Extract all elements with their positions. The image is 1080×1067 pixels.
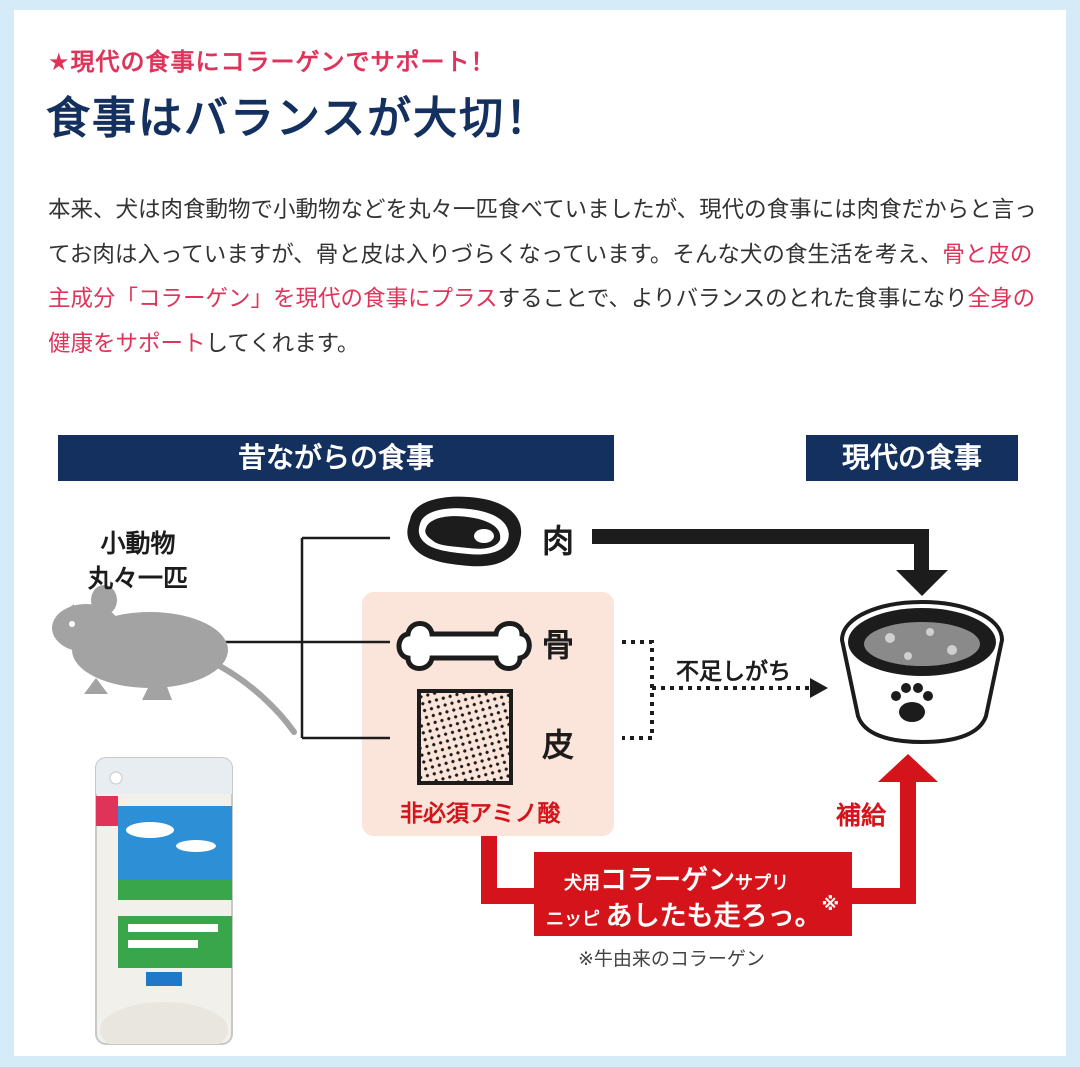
body-text-3: してくれます。 [205,330,360,357]
supply-label: 補給 [836,801,887,830]
modern-diet-header: 現代の食事 [806,435,1018,481]
bone-label: 骨 [542,626,575,664]
supplement-maker: ニッピ [546,909,600,930]
dog-bowl-icon [839,599,1005,745]
body-highlight-2: 全身の健康をサポート [48,286,1036,357]
body-text-2: することで、よりバランスのとれた食事になり [497,286,968,312]
lacking-arrow-head [810,678,828,698]
bone-icon [396,621,532,671]
page-title: 食事はバランスが大切！ [46,93,552,144]
meat-icon [407,496,522,567]
old-diet-header: 昔ながらの食事 [58,435,614,481]
body-paragraph: 本来、犬は肉食動物で小動物などを丸々一匹食べていましたが、現代の食事には肉食だか… [48,188,1048,366]
supplement-mark: ※ [821,894,840,915]
supplement-box: 犬用コラーゲンサプリ ニッピ あしたも走ろっ。※ [534,852,852,936]
skin-label: 皮 [542,726,575,764]
supplement-collagen: コラーゲン [600,865,735,896]
skin-icon [417,689,513,785]
supplement-line2: ニッピ あしたも走ろっ。※ [546,894,839,933]
product-pouch-icon [95,757,233,1045]
mouse-icon [52,585,297,735]
source-label-line2: 丸々一匹 [87,564,188,593]
meat-arrow [592,529,948,596]
amino-acid-label: 非必須アミノ酸 [400,801,561,827]
supplement-line1: 犬用コラーゲンサプリ [564,858,789,897]
lacking-label: 不足しがち [676,659,791,685]
source-label: 小動物 丸々一匹 [72,526,204,596]
paw-icon [891,683,933,722]
supplement-product-name: あしたも走ろっ。 [605,901,822,932]
source-connectors [202,536,390,740]
body-text-1: 本来、犬は肉食動物で小動物などを丸々一匹食べていましたが、現代の食事には肉食だか… [48,197,1037,268]
meat-label: 肉 [542,522,575,560]
kicker-text: ★現代の食事にコラーゲンでサポート！ [48,48,496,76]
source-label-line1: 小動物 [100,529,176,558]
body-highlight-1: 骨と皮の主成分「コラーゲン」を現代の食事にプラス [48,241,1033,313]
supply-arrow [481,754,938,904]
footnote: ※牛由来のコラーゲン [578,948,765,970]
supplement-type: サプリ [735,873,789,894]
supplement-prefix: 犬用 [564,873,600,894]
